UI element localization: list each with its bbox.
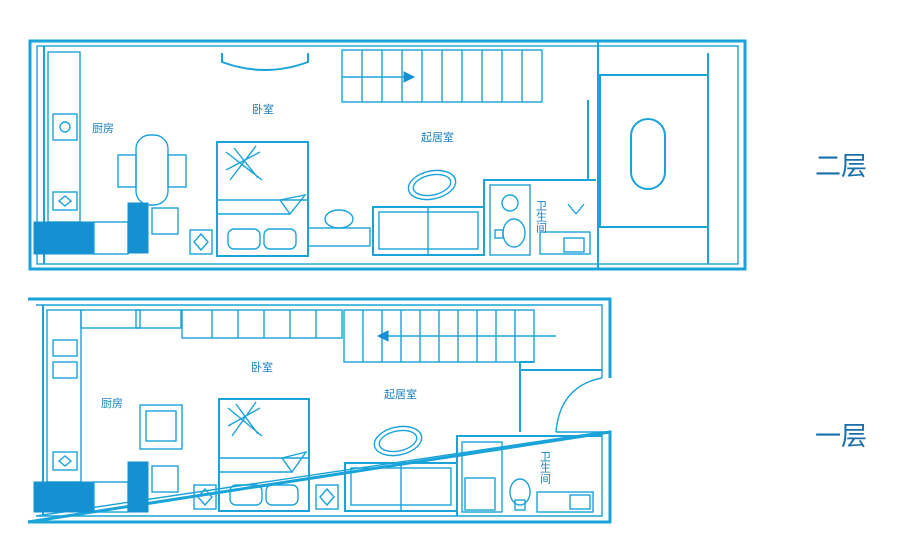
- floor-2-pillow-1: [227, 228, 261, 250]
- floor-2-window: [221, 53, 309, 71]
- floor-1-toilet: [509, 478, 531, 506]
- floor-1-bathroom: [456, 435, 602, 516]
- floor-2-bathroom-label: 卫生间: [535, 200, 548, 234]
- floor-2-chair-right: [167, 154, 187, 188]
- floor-2-bathroom: [483, 100, 596, 256]
- floor-1-bedroom-label: 卧室: [251, 360, 273, 374]
- floor-1-armchair: [139, 404, 183, 450]
- floor-1-title: 一层: [815, 422, 867, 452]
- floor-2-stairs: [341, 49, 543, 103]
- floor-1-rug: [373, 425, 423, 457]
- floor-1-inner-wall: [35, 304, 603, 517]
- floor-1-kitchen-block: [33, 481, 95, 513]
- floor-1-bed: [218, 398, 310, 512]
- floor-2-void: [597, 40, 746, 270]
- floor-2-living-label: 起居室: [421, 130, 454, 144]
- floor-1-bathroom-label: 卫生间: [539, 451, 552, 485]
- floor-2-title: 二层: [815, 152, 867, 182]
- floor-2-inner-wall: [36, 45, 739, 265]
- floor-2-toilet: [502, 218, 526, 248]
- floor-1-pillow-1: [229, 484, 263, 506]
- floor-1-stairs: [343, 309, 556, 363]
- floor-1-outer-wall: [27, 297, 612, 524]
- floor-1-nightstand-right: [315, 484, 339, 510]
- floor-2-pillow-2: [263, 228, 297, 250]
- floor-1-stove: [52, 451, 78, 471]
- floor-2-desk: [307, 227, 371, 247]
- floor-2-basin: [501, 194, 519, 212]
- floor-2-kitchen-block: [33, 221, 95, 255]
- floor-1-kitchen-label: 厨房: [101, 397, 123, 410]
- floor-2-cabinet-block: [127, 202, 149, 254]
- floor-2-bed: [216, 141, 309, 257]
- floor-2-dining-table: [135, 134, 169, 206]
- floor-1-bed-decor: [227, 401, 263, 437]
- floor-2-stove: [52, 191, 78, 211]
- floor-1-upper-shelf: [80, 309, 182, 329]
- floor-1-pillow-2: [265, 484, 299, 506]
- floor-2-kitchen-label: 厨房: [92, 122, 114, 135]
- floor-1-plan: 厨房 卧室 起居室 卫生间: [27, 297, 612, 524]
- floor-1-sink-1: [52, 339, 78, 357]
- floor-2-stool: [324, 209, 354, 229]
- floor-1-sink-2: [52, 361, 78, 379]
- floor-2-nightstand: [189, 229, 213, 255]
- floor-1-partition: [519, 361, 602, 432]
- floor-2-bedroom-label: 卧室: [252, 102, 274, 116]
- floor-2-plan: 厨房 卧室 起居室 卫生间: [28, 39, 747, 271]
- floor-2-rug: [407, 169, 457, 201]
- floor-2-sink: [52, 113, 78, 141]
- floor-1-cabinet-block: [127, 461, 149, 513]
- floor-1-shelving: [181, 309, 343, 339]
- floor-2-void-opening: [630, 118, 666, 190]
- floor-1-entry-door: [555, 377, 610, 433]
- floor-1-nightstand-left: [193, 484, 217, 510]
- floor-2-chair-left: [117, 154, 137, 188]
- floor-1-living-label: 起居室: [384, 387, 417, 401]
- floor-2-bed-decor: [225, 145, 263, 181]
